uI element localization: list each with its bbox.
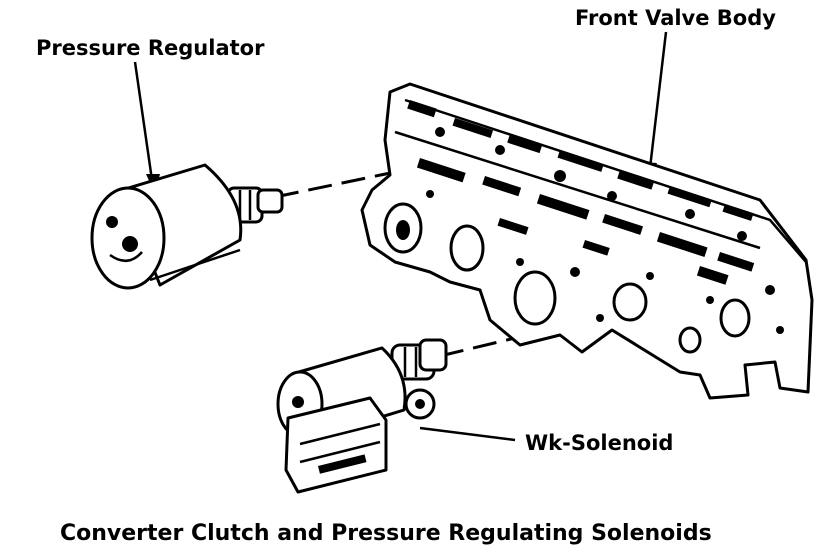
assembly-line-upper	[274, 170, 396, 199]
label-front-valve-body: Front Valve Body	[575, 6, 776, 30]
leader-front-valve-body	[643, 31, 668, 182]
leader-pressure-regulator	[133, 61, 160, 194]
label-wk-solenoid: Wk-Solenoid	[525, 431, 673, 455]
diagram-caption: Converter Clutch and Pressure Regulating…	[60, 521, 712, 546]
leader-wk-solenoid	[419, 426, 516, 442]
front-valve-body	[360, 82, 814, 400]
wk-solenoid	[276, 338, 448, 494]
label-pressure-regulator: Pressure Regulator	[36, 36, 265, 60]
pressure-regulator-solenoid	[90, 163, 284, 290]
